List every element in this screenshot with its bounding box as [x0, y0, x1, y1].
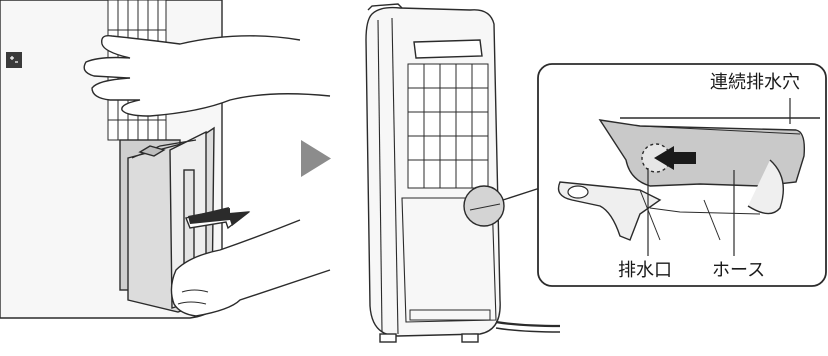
- label-drain-port: 排水口: [618, 262, 672, 280]
- brand-logo-icon: [6, 52, 22, 68]
- step-triangle-right-icon: [301, 140, 331, 177]
- magnify-circle: [464, 186, 504, 226]
- right-illustration: [366, 4, 560, 342]
- label-continuous-drain-hole: 連続排水穴: [710, 74, 800, 92]
- top-vent: [414, 40, 482, 58]
- callout-connector: [503, 188, 540, 200]
- label-hose: ホース: [712, 262, 765, 280]
- left-illustration: [0, 0, 330, 318]
- grille-right: [408, 64, 488, 188]
- hose-base: [496, 322, 560, 326]
- callout-box: [538, 64, 826, 286]
